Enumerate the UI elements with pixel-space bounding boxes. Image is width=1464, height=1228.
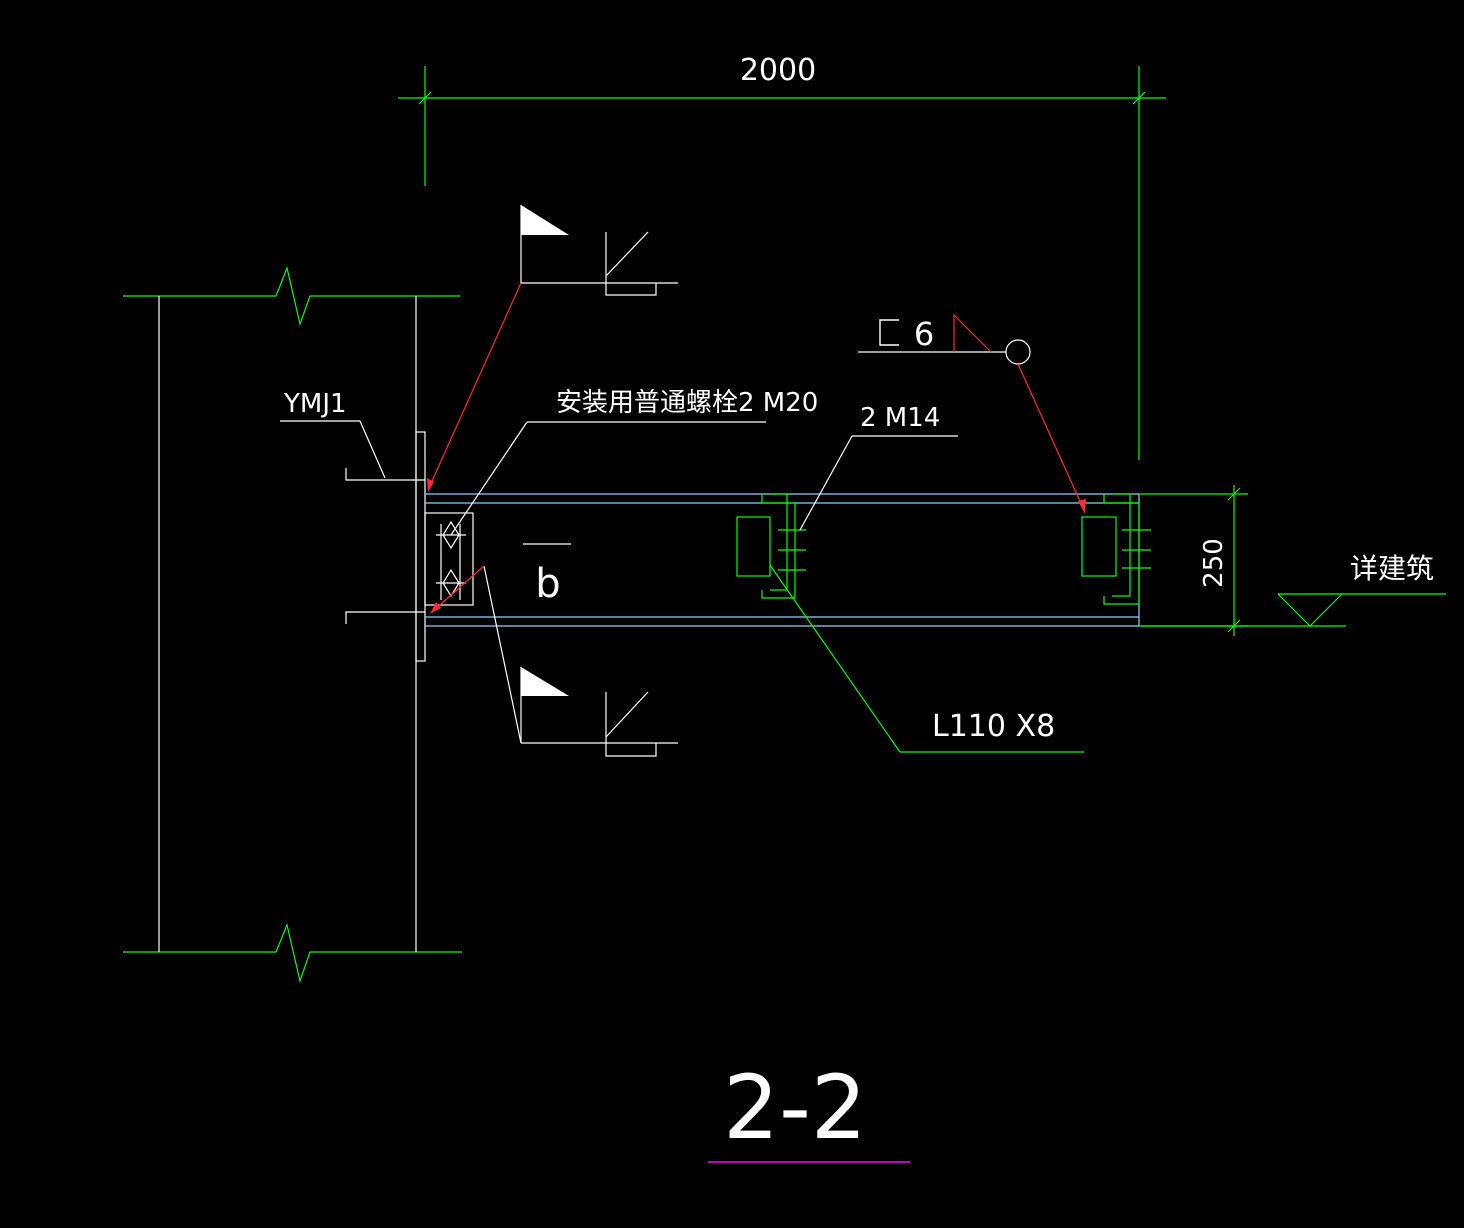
section-title: 2-2 [723, 1056, 867, 1159]
angle-tag-text: L110 X8 [932, 709, 1055, 744]
channel-weld-leader [1017, 363, 1085, 511]
purlin-end [1081, 493, 1151, 605]
column-top-break-line [123, 265, 460, 327]
side-dimension-text: 250 [1199, 538, 1229, 588]
angle-cleat-middle [736, 516, 771, 577]
top-dimension-text: 2000 [740, 53, 816, 88]
m14-note-text: 2 M14 [860, 403, 940, 433]
elevation-mark [1139, 593, 1446, 627]
shear-plate [424, 512, 474, 606]
bolt-bottom [442, 568, 460, 598]
weld-leader-bottom [431, 565, 485, 613]
finish-note-text: 详建筑 [1350, 552, 1434, 585]
fillet-weld-symbol-bottom [605, 691, 649, 738]
column [123, 265, 462, 984]
section-mark-letter: b [535, 561, 560, 607]
stiffener-top [345, 468, 425, 481]
weld-leader-top-arrow [427, 478, 434, 492]
channel-weld-symbol [858, 313, 1086, 514]
bolt-note-text: 安装用普通螺栓2 M20 [556, 388, 818, 418]
angle-cleat-end [1081, 516, 1117, 577]
column-tag-leader [280, 420, 386, 479]
shear-plate-outline [424, 512, 474, 606]
weld-flag-top [427, 205, 678, 492]
top-dimension-left-tick [418, 91, 432, 105]
top-dimension [398, 66, 1166, 460]
elevation-triangle [1277, 593, 1343, 627]
weld-leader-bottom-arrow [430, 602, 441, 614]
weld-flag-bottom-pennant [521, 667, 569, 696]
channel-symbol-glyph [879, 319, 899, 346]
weld-size-text: 6 [914, 315, 934, 353]
column-tag-text: YMJ1 [283, 389, 347, 419]
channel-weld-arrow [1078, 499, 1086, 514]
top-dimension-right-tick [1132, 91, 1146, 105]
bolt-note-leader [450, 421, 766, 536]
channel-end [1103, 494, 1140, 605]
purlin-middle [736, 493, 806, 599]
weld-leader-top [427, 282, 522, 491]
angle-tag-leader [769, 564, 1084, 753]
stiffener-bottom [345, 611, 425, 624]
column-bottom-break-line [123, 923, 462, 984]
fillet-weld-symbol-top [605, 231, 649, 277]
weld-flag-top-pennant [521, 205, 569, 235]
weld-leader-bottom-white [483, 565, 522, 744]
bolt-top [442, 520, 460, 550]
weld-triangle [953, 313, 992, 353]
weld-flag-bottom [430, 565, 678, 757]
m14-leader [799, 435, 958, 531]
